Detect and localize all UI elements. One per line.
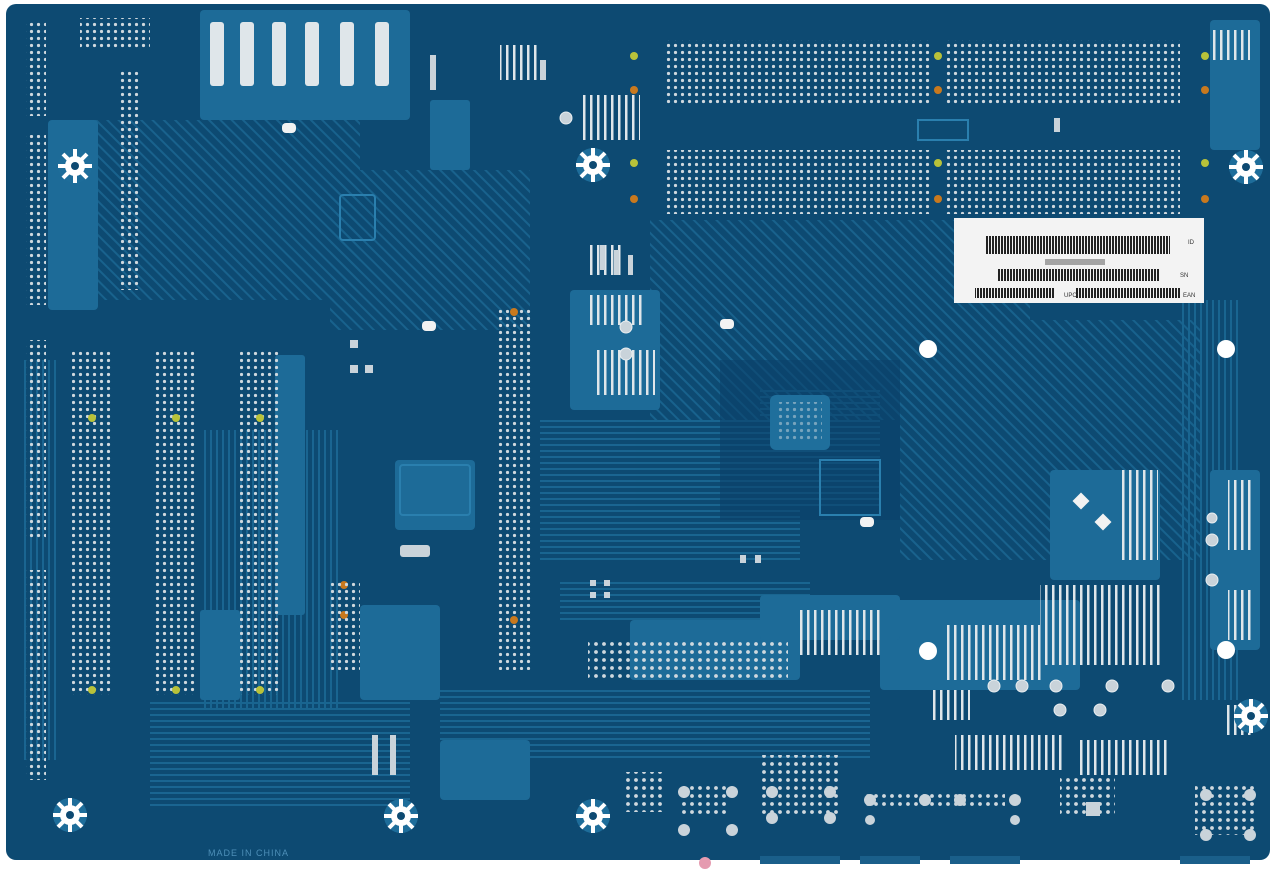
pci-slot-pins	[72, 350, 280, 695]
sticker-ean-label: EAN	[1183, 293, 1195, 299]
mounting-holes	[919, 340, 1235, 660]
component-footprints	[339, 119, 969, 516]
barcode-upc	[975, 288, 1055, 298]
rear-connector-edges	[760, 856, 1250, 864]
made-in-china-silkscreen: MADE IN CHINA	[208, 848, 289, 858]
sticker-sn-label: SN	[1180, 273, 1188, 279]
barcode-primary	[985, 236, 1170, 254]
barcode-ean	[1075, 288, 1180, 298]
memory-slot-pins	[664, 40, 1180, 214]
barcode-sticker: ID SN UPC EAN	[954, 218, 1204, 303]
audio-jack	[699, 857, 711, 869]
left-edge-headers	[26, 18, 150, 780]
pcie-x16-pins	[497, 308, 533, 670]
barcode-secondary	[998, 269, 1160, 281]
small-vias	[350, 55, 1060, 775]
through-hole-pads	[559, 111, 1219, 717]
cpu-socket-area	[720, 360, 900, 520]
rear-io-pads	[625, 755, 1256, 841]
sticker-upc-label: UPC	[1064, 293, 1077, 299]
atx-power-connector-pins	[588, 642, 788, 682]
sticker-id-label: ID	[1188, 240, 1195, 246]
cpu-power-connector	[210, 22, 389, 86]
star-mounting-holes	[53, 148, 1268, 833]
smd-components	[88, 52, 1209, 694]
